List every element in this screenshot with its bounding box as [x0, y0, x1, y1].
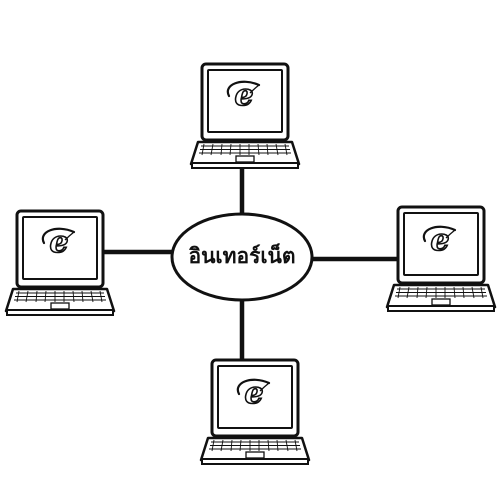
hub-ellipse [170, 212, 314, 302]
laptop-bottom [199, 358, 311, 466]
laptop-right [385, 205, 497, 313]
laptop-left [4, 209, 116, 317]
laptop-top [189, 62, 301, 170]
